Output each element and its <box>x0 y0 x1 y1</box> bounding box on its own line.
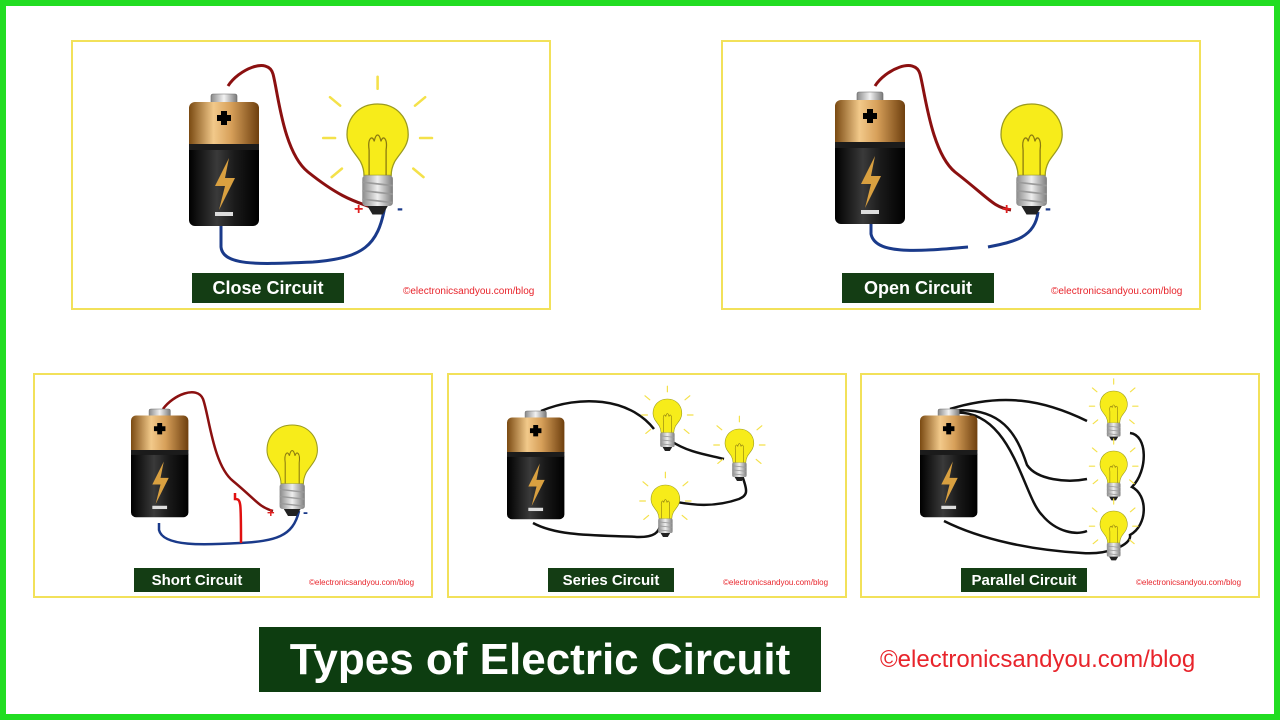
short-circuit-panel: + - Short Circuit ©electronicsandyou.com… <box>33 373 433 598</box>
light-bulb-icon <box>1088 498 1139 561</box>
battery-icon <box>835 92 905 224</box>
light-bulb-icon <box>266 424 319 517</box>
panel-label: Parallel Circuit <box>961 568 1087 592</box>
light-bulb-icon <box>639 471 692 538</box>
close-circuit-diagram: + - <box>73 64 434 265</box>
open-circuit-diagram: + - <box>723 64 1064 252</box>
light-bulb-icon <box>641 385 694 452</box>
negative-terminal-mark: - <box>397 198 403 218</box>
panel-credit: ©electronicsandyou.com/blog <box>1136 578 1242 587</box>
battery-icon <box>920 409 977 517</box>
light-bulb-icon <box>1088 378 1139 441</box>
page-title: Types of Electric Circuit <box>259 627 821 692</box>
panel-label: Open Circuit <box>842 273 994 303</box>
close-circuit-panel: + - Close Circuit ©electronicsandyou.com… <box>71 40 551 310</box>
battery-icon <box>131 409 188 517</box>
parallel-circuit-diagram <box>862 378 1145 561</box>
panel-credit: ©electronicsandyou.com/blog <box>403 286 535 297</box>
battery-icon <box>507 411 564 519</box>
open-circuit-panel: + - Open Circuit ©electronicsandyou.com/… <box>721 40 1201 310</box>
positive-terminal-mark: + <box>354 201 363 218</box>
short-circuit-diagram: + - <box>35 391 319 546</box>
battery-icon <box>189 94 259 226</box>
series-circuit-panel: Series Circuit ©electronicsandyou.com/bl… <box>447 373 847 598</box>
panel-label: Short Circuit <box>134 568 260 592</box>
footer-credit: ©electronicsandyou.com/blog <box>880 646 1196 673</box>
panel-credit: ©electronicsandyou.com/blog <box>723 578 829 587</box>
series-circuit-diagram <box>449 385 766 539</box>
panel-label: Series Circuit <box>548 568 674 592</box>
panel-label: Close Circuit <box>192 273 344 303</box>
parallel-circuit-panel: Parallel Circuit ©electronicsandyou.com/… <box>860 373 1260 598</box>
negative-terminal-mark: - <box>303 504 308 521</box>
light-bulb-icon <box>1088 438 1139 501</box>
light-bulb-icon <box>713 415 766 482</box>
negative-terminal-mark: - <box>1045 198 1051 218</box>
positive-terminal-mark: + <box>267 505 275 520</box>
light-bulb-icon <box>1000 103 1064 216</box>
panel-credit: ©electronicsandyou.com/blog <box>1051 286 1183 297</box>
panel-credit: ©electronicsandyou.com/blog <box>309 578 415 587</box>
positive-terminal-mark: + <box>1002 201 1011 218</box>
